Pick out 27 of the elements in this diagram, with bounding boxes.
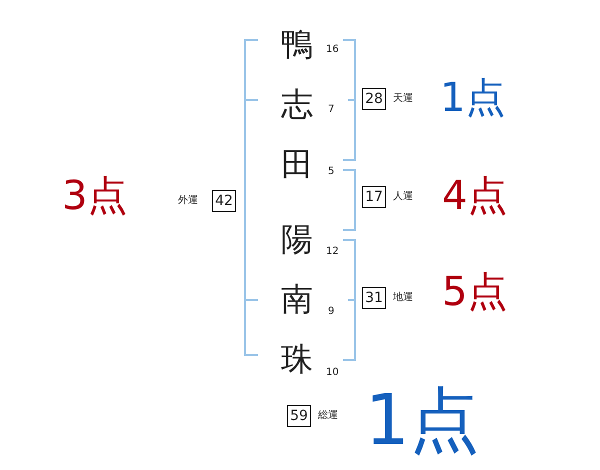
- number-box: 42: [212, 190, 236, 212]
- score-text: 5点: [442, 272, 508, 312]
- stroke-count: 16: [326, 45, 339, 55]
- score-text: 1点: [440, 78, 506, 118]
- stroke-count: 7: [328, 105, 334, 115]
- score-text: 1点: [365, 385, 480, 455]
- fortune-label: 外運: [178, 196, 198, 206]
- score-text: 3点: [62, 176, 128, 216]
- name-character: 志: [281, 88, 313, 120]
- stroke-count: 9: [328, 307, 334, 317]
- stroke-count: 10: [326, 368, 339, 378]
- name-character: 南: [281, 283, 313, 315]
- number-box: 59: [287, 405, 311, 427]
- number-box: 17: [362, 186, 386, 208]
- name-character: 陽: [281, 223, 313, 255]
- stroke-count: 5: [328, 167, 334, 177]
- fortune-label: 人運: [393, 192, 413, 202]
- number-box: 31: [362, 287, 386, 309]
- number-box: 28: [362, 88, 386, 110]
- name-character: 田: [281, 148, 313, 180]
- fortune-label: 地運: [393, 293, 413, 303]
- fortune-label: 総運: [318, 411, 338, 421]
- fortune-label: 天運: [393, 94, 413, 104]
- name-character: 珠: [281, 343, 313, 375]
- name-character: 鴨: [281, 28, 313, 60]
- stroke-count: 12: [326, 247, 339, 257]
- score-text: 4点: [442, 176, 508, 216]
